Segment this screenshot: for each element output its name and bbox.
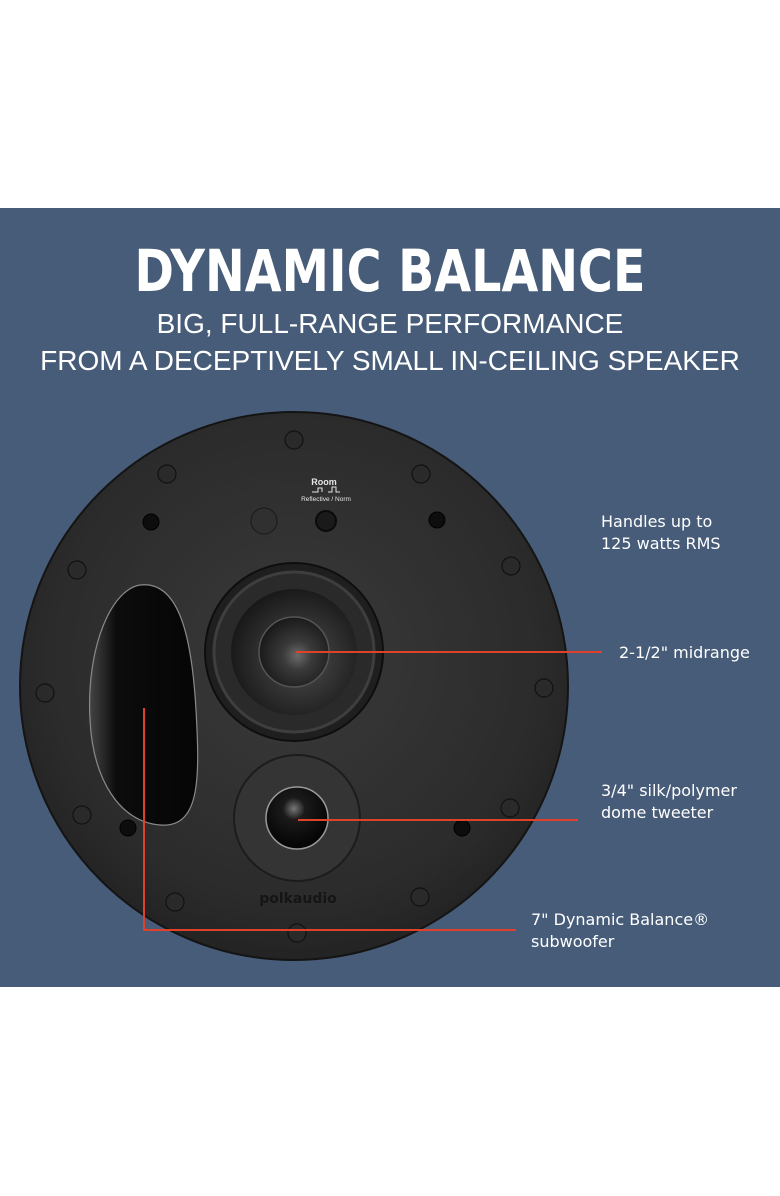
callout-subwoofer-line-1: 7" Dynamic Balance® xyxy=(531,910,710,929)
subwoofer-leader-line xyxy=(143,708,516,931)
callout-power: Handles up to 125 watts RMS xyxy=(601,511,721,555)
brand-logo: polkaudio xyxy=(259,891,337,907)
screw-icons xyxy=(119,511,471,837)
callout-tweeter-line-2: dome tweeter xyxy=(601,803,714,822)
callout-tweeter-line-1: 3/4" silk/polymer xyxy=(601,781,737,800)
subheadline-1: BIG, FULL-RANGE PERFORMANCE xyxy=(156,308,624,339)
callout-subwoofer-line-2: subwoofer xyxy=(531,932,615,951)
switch-options: Reflective / Norm xyxy=(301,496,351,503)
callout-midrange-line-1: 2-1/2" midrange xyxy=(619,643,750,662)
switch-waveform-icon xyxy=(312,486,340,493)
callout-power-line-1: Handles up to xyxy=(601,512,713,531)
tweeter-dome xyxy=(265,786,329,850)
switch-button xyxy=(250,507,278,535)
mounting-dimples xyxy=(35,430,554,943)
callout-subwoofer: 7" Dynamic Balance® subwoofer xyxy=(531,909,709,953)
callout-midrange: 2-1/2" midrange xyxy=(619,642,750,664)
switch-label: Room xyxy=(311,477,337,487)
headline: DYNAMIC BALANCE xyxy=(134,237,646,305)
switch-toggle xyxy=(315,510,337,532)
callout-tweeter: 3/4" silk/polymer dome tweeter xyxy=(601,780,737,824)
leader-lines xyxy=(143,651,602,931)
subheadline-2: FROM A DECEPTIVELY SMALL IN-CEILING SPEA… xyxy=(40,345,740,376)
callout-power-line-2: 125 watts RMS xyxy=(601,534,721,553)
left-port xyxy=(88,584,199,826)
